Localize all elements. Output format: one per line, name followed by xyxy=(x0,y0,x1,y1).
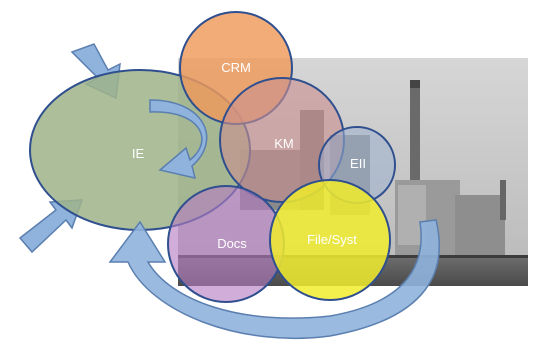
crm-label: CRM xyxy=(221,60,251,75)
km-label: KM xyxy=(274,136,294,151)
loop-arrow xyxy=(149,99,208,180)
filesyst-node-shape xyxy=(269,179,391,301)
ie-label: IE xyxy=(132,146,145,161)
return-arrow xyxy=(108,219,440,340)
docs-label: Docs xyxy=(217,236,247,251)
ei-label: EII xyxy=(350,156,366,171)
filesyst-label: File/Syst xyxy=(307,232,357,247)
